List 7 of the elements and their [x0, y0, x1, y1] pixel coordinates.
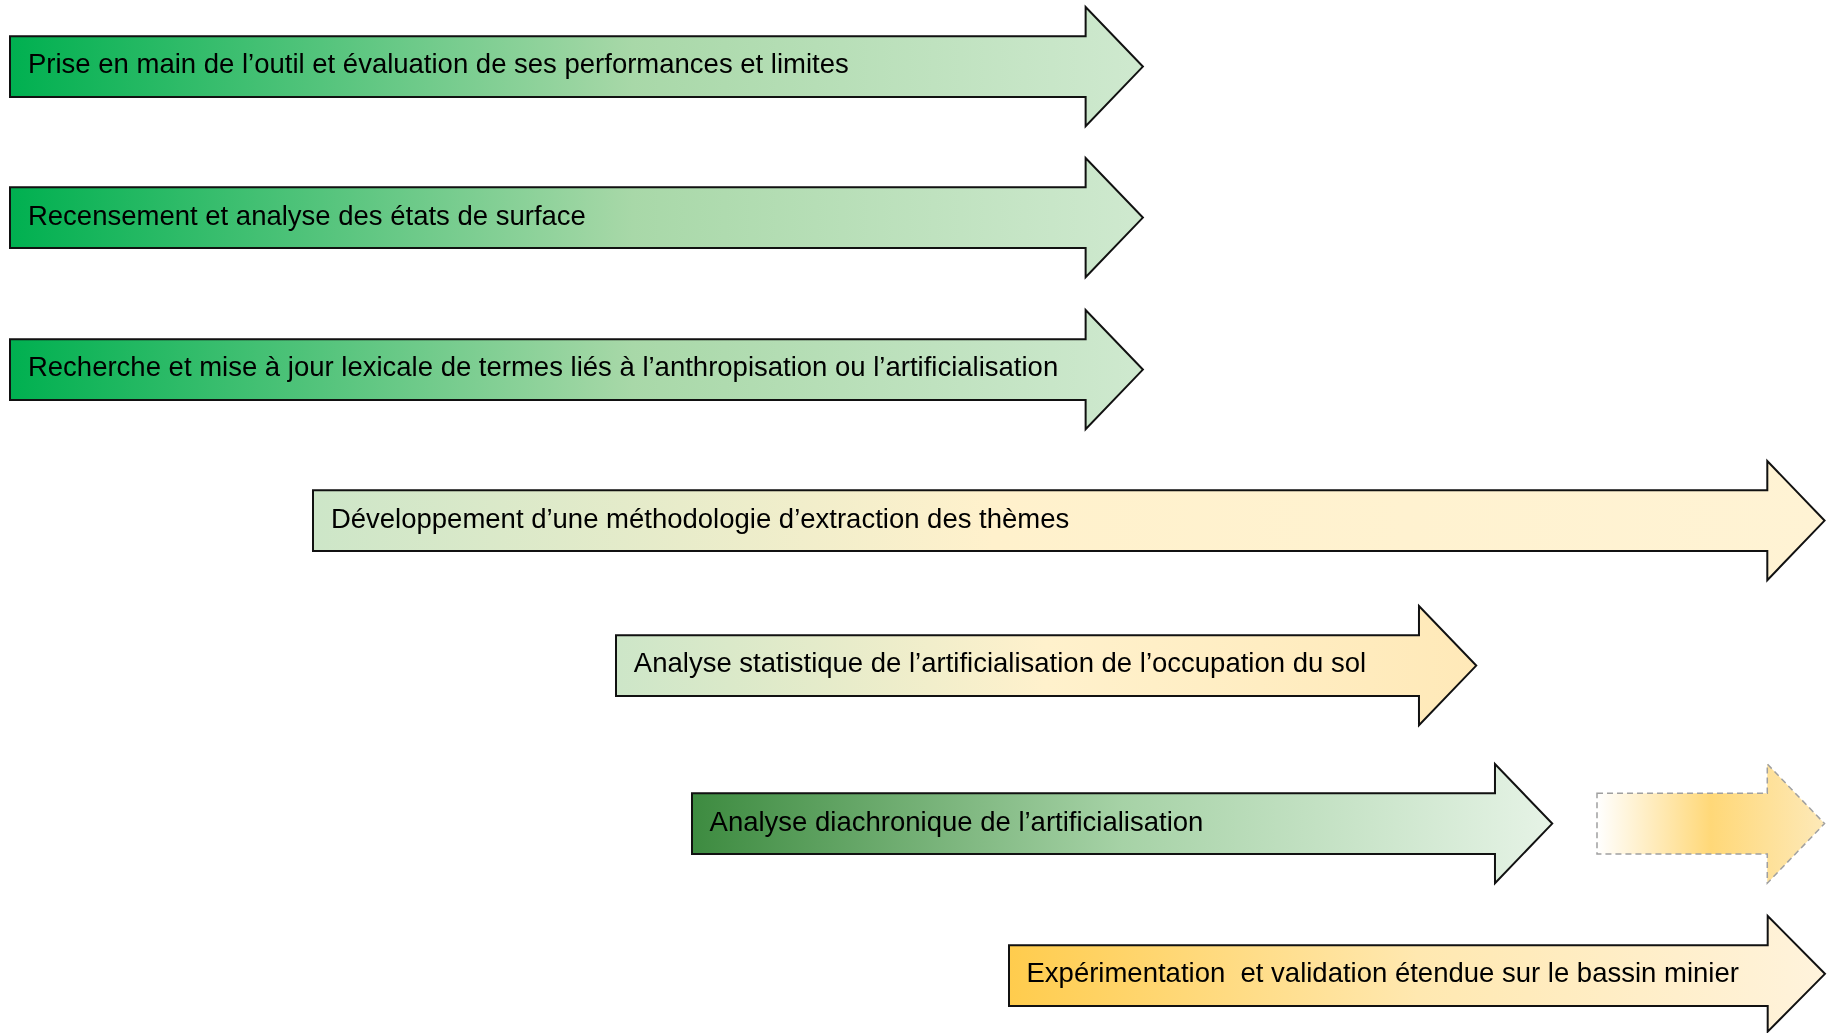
task-label: Recensement et analyse des états de surface: [27, 200, 586, 232]
task-label: Analyse diachronique de l’artificialisation: [709, 806, 1204, 837]
task-label: Expérimentation et validation étendue sur le bassin minier: [1026, 958, 1739, 989]
task-label: Recherche et mise à jour lexicale de termes liés à l’anthropisation ou l’artificialisation: [27, 352, 1059, 383]
task-label: Analyse statistique de l’artificialisation de l’occupation du sol: [633, 648, 1367, 679]
task-label: Prise en main de l’outil et évaluation de ses performances et limites: [27, 49, 849, 80]
task-label: Développement d’une méthodologie d’extraction des thèmes: [330, 503, 1070, 535]
